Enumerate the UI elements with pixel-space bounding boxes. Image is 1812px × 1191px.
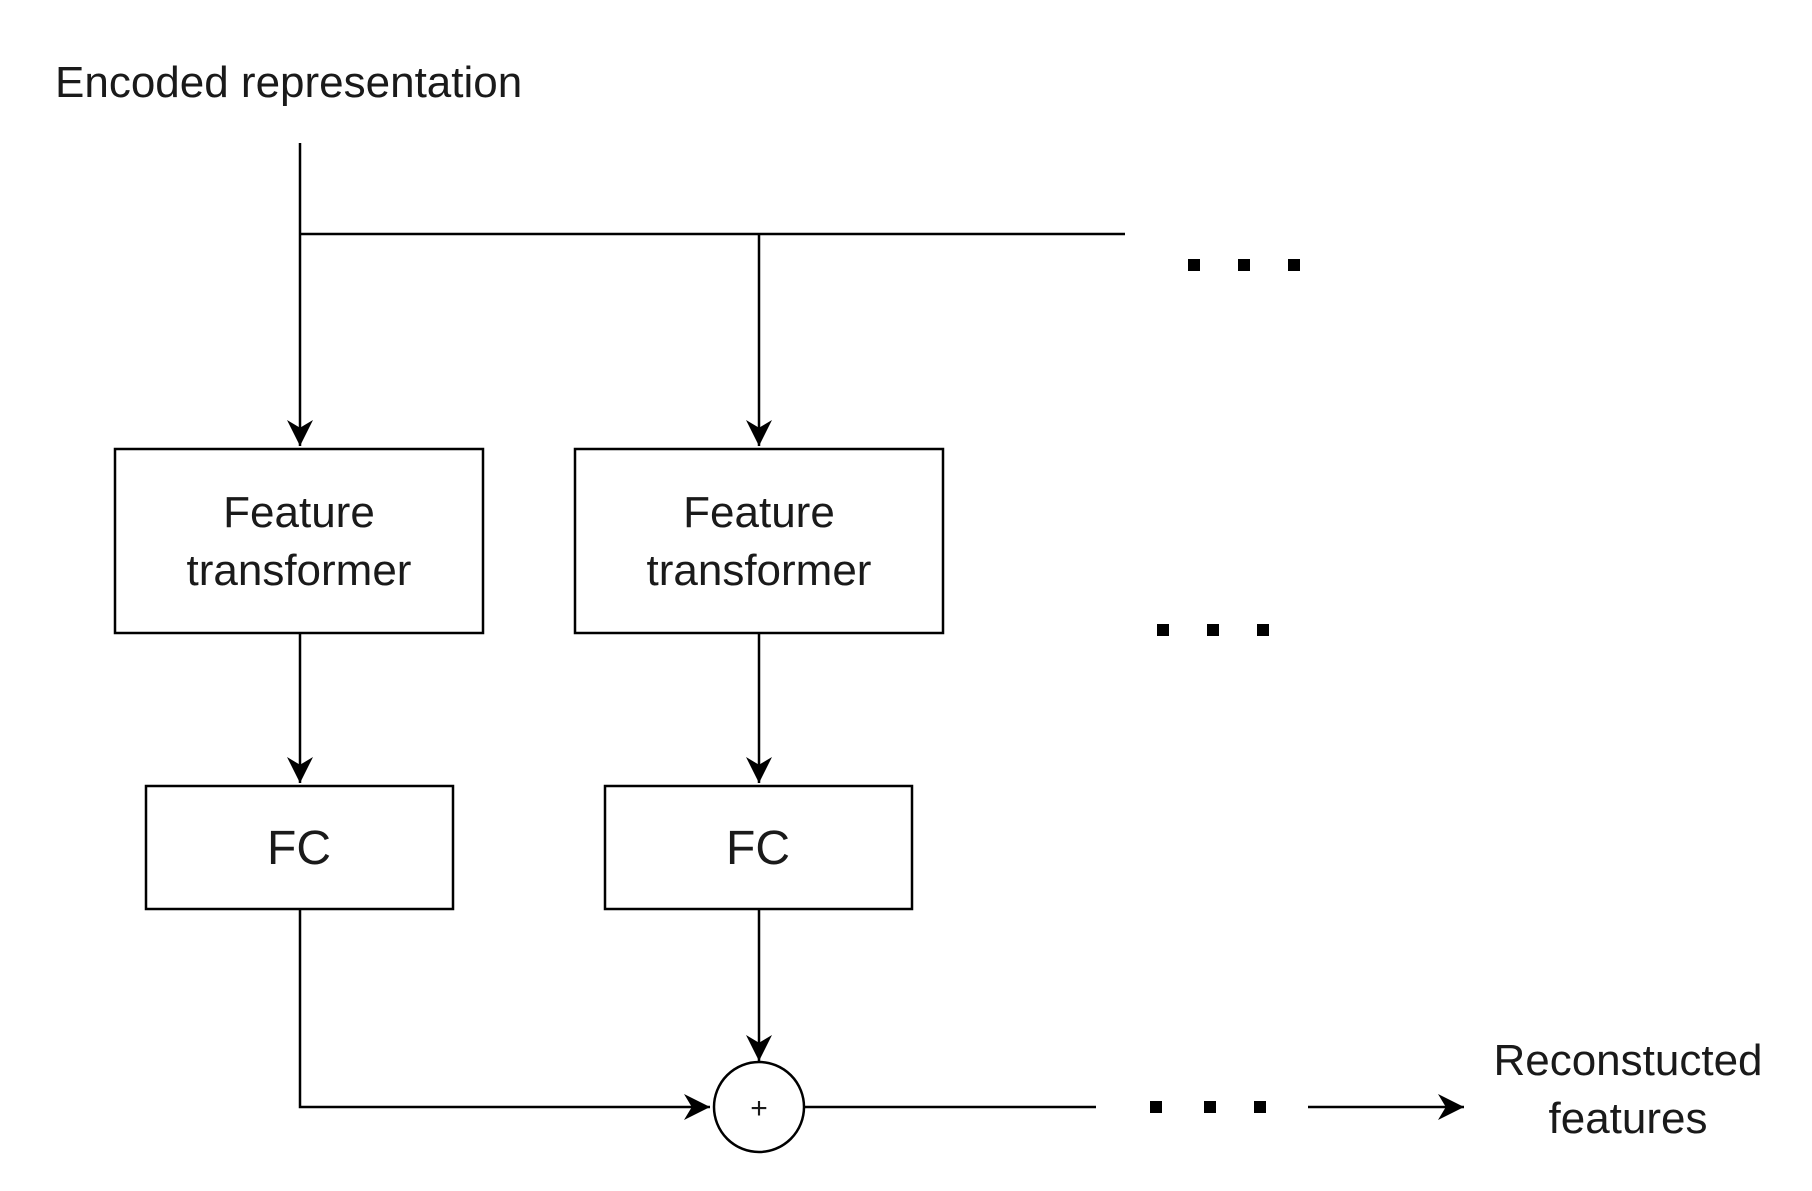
branch-1-transformer-label-line1: Feature — [223, 488, 375, 537]
output-ellipsis — [1150, 1101, 1266, 1113]
branch-2-fc-label: FC — [726, 822, 790, 875]
branch-1-fc-label: FC — [267, 822, 331, 875]
branch-2-fc-block: FC — [603, 784, 914, 911]
branch-1-feature-transformer: Feature transformer — [113, 447, 485, 635]
sum-node: + — [712, 1060, 806, 1154]
branch-1-transformer-label-line2: transformer — [187, 546, 412, 595]
output-label-line1: Reconstucted — [1493, 1036, 1762, 1085]
input-label: Encoded representation — [55, 58, 522, 107]
bus-ellipsis — [1188, 259, 1300, 271]
sum-symbol: + — [750, 1092, 768, 1125]
branch-2-feature-transformer: Feature transformer — [573, 447, 945, 635]
branch-1-fc-block: FC — [144, 784, 455, 911]
output-label-line2: features — [1549, 1094, 1708, 1143]
branch-1-fc-to-sum-arrow — [298, 909, 710, 1120]
branch-2-transformer-label-line1: Feature — [683, 488, 835, 537]
transformer-row-ellipsis — [1157, 624, 1269, 636]
branch-2-transformer-label-line2: transformer — [647, 546, 872, 595]
